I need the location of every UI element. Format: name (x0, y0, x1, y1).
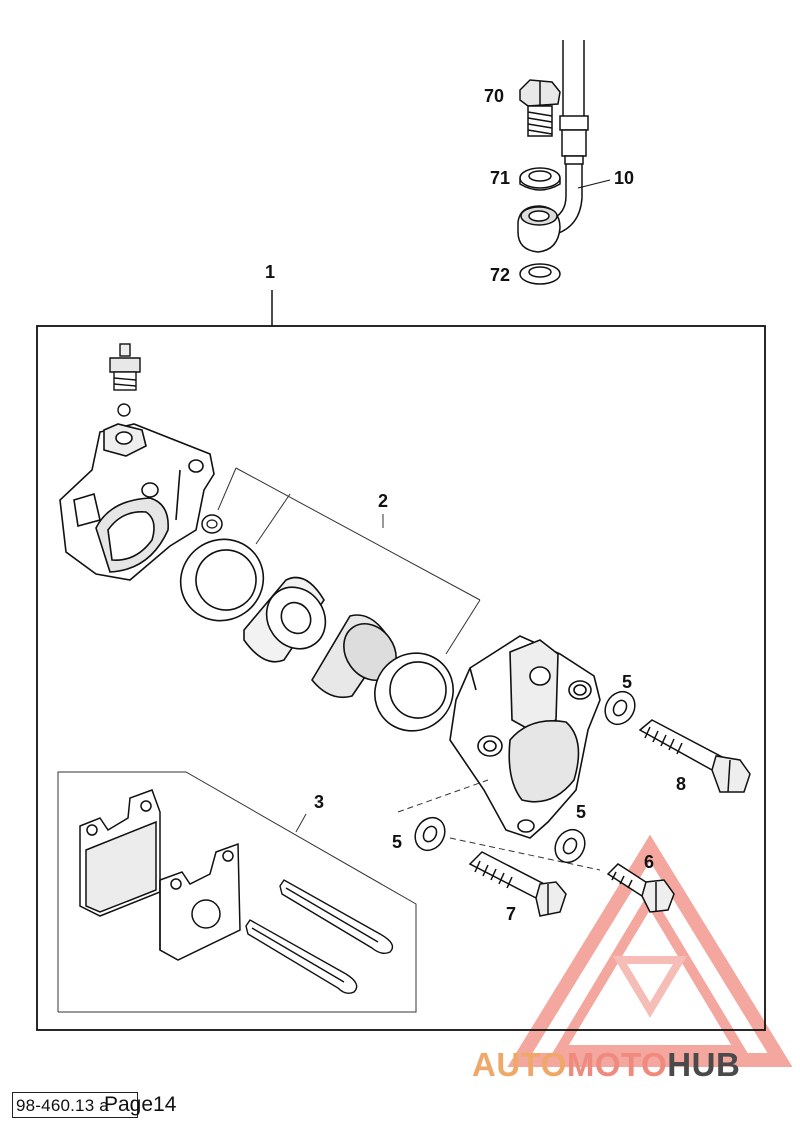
washer-71 (519, 167, 561, 191)
washer-5a (604, 690, 636, 726)
watermark-triangle-icon (507, 834, 793, 1067)
washer-5b (414, 816, 446, 852)
callout-10: 10 (614, 168, 634, 188)
brake-hose (549, 40, 589, 235)
seal-ring-2 (374, 652, 454, 732)
cotter-pin-2 (245, 919, 358, 995)
brand-part-hub: HUB (667, 1046, 741, 1083)
washer-5c (554, 828, 586, 864)
reference-box (12, 1092, 138, 1118)
reference-code: 98-460.13 a (16, 1096, 109, 1115)
callout-6: 6 (644, 852, 654, 872)
callout-7: 7 (506, 904, 516, 924)
washer-72 (519, 263, 561, 285)
brand-part-auto: AUTO (472, 1046, 567, 1083)
pad-kit-outline (57, 771, 417, 1013)
callout-3: 3 (314, 792, 324, 812)
brake-pad (79, 789, 161, 917)
guide-line (397, 779, 489, 813)
bolt-8 (638, 719, 751, 793)
watermark-brand: AUTOMOTOHUB (472, 1046, 740, 1084)
callout-2: 2 (378, 491, 388, 511)
callout-71: 71 (490, 168, 510, 188)
piston-2 (311, 614, 397, 699)
piston (243, 576, 327, 663)
brand-part-moto: MOTO (566, 1046, 668, 1083)
callout-5a: 5 (622, 672, 632, 692)
banjo-bolt-70 (519, 79, 561, 137)
bolt-6 (606, 863, 675, 913)
bolt-7 (468, 851, 567, 917)
callout-70: 70 (484, 86, 504, 106)
seal-kit-outline (217, 467, 481, 655)
banjo-fitting (517, 205, 561, 253)
leader-line-10 (577, 179, 611, 189)
callout-1: 1 (265, 262, 275, 282)
caliper-assembly-frame (36, 325, 766, 1031)
brake-pad-2 (159, 842, 241, 961)
bleed-nipple (109, 343, 141, 417)
callout-5b: 5 (392, 832, 402, 852)
callout-8: 8 (676, 774, 686, 794)
caliper-body-right (449, 635, 601, 839)
callout-5c: 5 (576, 802, 586, 822)
caliper-body-half (59, 423, 215, 581)
seal-ring (179, 538, 265, 622)
callout-72: 72 (490, 265, 510, 285)
page-label: Page14 (104, 1093, 177, 1116)
cotter-pin (279, 879, 394, 955)
